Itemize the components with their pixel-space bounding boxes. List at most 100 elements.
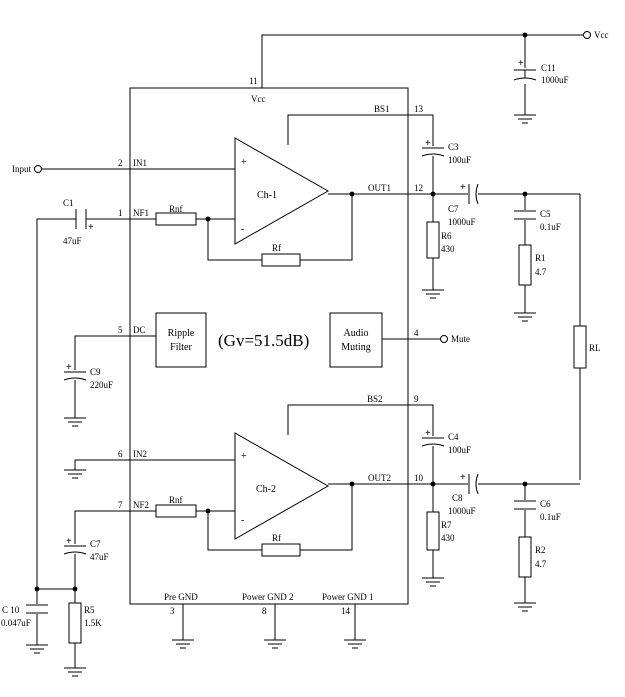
pin-in2-number: 6 bbox=[118, 449, 123, 459]
r7-value: 430 bbox=[441, 533, 455, 543]
c7-output-capacitor bbox=[468, 183, 479, 205]
ground-icon bbox=[26, 644, 48, 654]
c3-name: C3 bbox=[448, 142, 459, 152]
r1-name: R1 bbox=[535, 253, 546, 263]
ground-icon bbox=[422, 289, 444, 299]
audio-muting-block: Audio Muting bbox=[329, 312, 383, 368]
c7-nf2-value: 47uF bbox=[90, 552, 109, 562]
pin-out1-number: 12 bbox=[414, 183, 423, 193]
junction-dot bbox=[522, 481, 528, 487]
pin-dc-number: 5 bbox=[118, 325, 123, 335]
c6-value: 0.1uF bbox=[540, 512, 561, 522]
ic-package bbox=[129, 87, 409, 605]
c1-value: 47uF bbox=[63, 236, 82, 246]
junction-dot bbox=[34, 586, 40, 592]
c7-output-name: C7 bbox=[448, 204, 459, 214]
ground-icon bbox=[422, 577, 444, 587]
junction-dot bbox=[349, 481, 355, 487]
c1-name: C1 bbox=[63, 198, 74, 208]
pin-out2-number: 10 bbox=[414, 473, 424, 483]
c3-value: 100uF bbox=[448, 155, 471, 165]
c8-plus-sign: + bbox=[460, 472, 466, 483]
rnf2-name: Rnf bbox=[169, 495, 183, 505]
r5-value: 1.5K bbox=[84, 618, 102, 628]
ch1-minus-sign: - bbox=[241, 224, 244, 235]
mute-terminal-label: Mute bbox=[451, 334, 470, 344]
ground-icon bbox=[64, 667, 86, 677]
ground-icon bbox=[514, 312, 536, 322]
c3-capacitor bbox=[421, 147, 445, 157]
c8-output-capacitor bbox=[468, 473, 479, 495]
channel-2-label: Ch-2 bbox=[256, 484, 276, 495]
junction-dot bbox=[205, 508, 211, 514]
junction-dot bbox=[205, 216, 211, 222]
c8-name: C8 bbox=[452, 493, 463, 503]
r5-resistor bbox=[68, 602, 82, 644]
pin-nf2-number: 7 bbox=[118, 500, 123, 510]
r6-value: 430 bbox=[441, 244, 455, 254]
pin-bs2-name: BS2 bbox=[367, 394, 383, 404]
rf2-name: Rf bbox=[272, 533, 281, 543]
pin-nf1-name: NF1 bbox=[133, 208, 149, 218]
polarity-markers: + + + + + + + + bbox=[66, 58, 524, 547]
c7-nf2-name: C7 bbox=[90, 539, 101, 549]
junction-dot bbox=[430, 191, 436, 197]
c10-name: C 10 bbox=[2, 605, 20, 615]
ground-icon bbox=[344, 639, 366, 649]
c9-plus-sign: + bbox=[66, 362, 72, 373]
r6-resistor bbox=[426, 221, 440, 259]
c4-capacitor bbox=[421, 437, 445, 447]
r2-name: R2 bbox=[535, 545, 546, 555]
c8-value: 1000uF bbox=[448, 506, 476, 516]
c6-capacitor bbox=[514, 500, 536, 510]
pin-nf1-number: 1 bbox=[118, 208, 123, 218]
pin-dc-name: DC bbox=[133, 325, 146, 335]
r7-resistor bbox=[426, 511, 440, 551]
pin-in1-number: 2 bbox=[118, 158, 123, 168]
gain-label: (Gv=51.5dB) bbox=[218, 331, 309, 350]
pin-in2-name: IN2 bbox=[133, 449, 147, 459]
c9-capacitor bbox=[63, 371, 87, 381]
r6-name: R6 bbox=[441, 231, 452, 241]
c9-value: 220uF bbox=[90, 380, 113, 390]
c11-value: 1000uF bbox=[541, 75, 569, 85]
input-terminal-label: Input bbox=[12, 164, 31, 174]
c10-capacitor bbox=[26, 604, 48, 614]
mute-terminal bbox=[440, 335, 448, 343]
c1-capacitor bbox=[74, 209, 89, 229]
pin-power-gnd1-number: 14 bbox=[341, 606, 351, 616]
junction-dots bbox=[34, 32, 528, 592]
ground-icon bbox=[172, 639, 194, 649]
c5-capacitor bbox=[514, 210, 536, 220]
audio-muting-line1: Audio bbox=[344, 328, 369, 339]
ground-icon bbox=[264, 639, 286, 649]
rf1-name: Rf bbox=[272, 243, 281, 253]
pin-in1-name: IN1 bbox=[133, 158, 147, 168]
ch1-plus-sign: + bbox=[241, 157, 247, 168]
vcc-terminal bbox=[583, 31, 591, 39]
ground-icon bbox=[514, 602, 536, 612]
ch2-plus-sign: + bbox=[241, 451, 247, 462]
pin-nf2-name: NF2 bbox=[133, 500, 149, 510]
pin-power-gnd2-number: 8 bbox=[262, 606, 267, 616]
junction-dot bbox=[522, 191, 528, 197]
ground-icon bbox=[64, 417, 86, 427]
c11-capacitor bbox=[513, 69, 537, 81]
c4-value: 100uF bbox=[448, 445, 471, 455]
resistors bbox=[68, 212, 587, 644]
c5-name: C5 bbox=[540, 209, 551, 219]
c5-value: 0.1uF bbox=[540, 222, 561, 232]
pin-power-gnd2-name: Power GND 2 bbox=[242, 592, 294, 602]
ripple-filter-line1: Ripple bbox=[168, 328, 195, 339]
vcc-terminal-label: Vcc bbox=[594, 30, 609, 40]
junction-dot bbox=[349, 191, 355, 197]
c4-plus-sign: + bbox=[425, 428, 431, 439]
ripple-filter-line2: Filter bbox=[170, 342, 192, 353]
rf1-resistor bbox=[261, 253, 301, 267]
c4-name: C4 bbox=[448, 432, 459, 442]
rl-name: RL bbox=[589, 343, 601, 353]
component-labels: C1 1 1000uF C3 100uF C7 1000uF C5 0.1uF R… bbox=[1, 63, 601, 628]
channel-2-amplifier: Ch-2 + - bbox=[234, 432, 330, 540]
ground-symbols bbox=[26, 114, 536, 677]
